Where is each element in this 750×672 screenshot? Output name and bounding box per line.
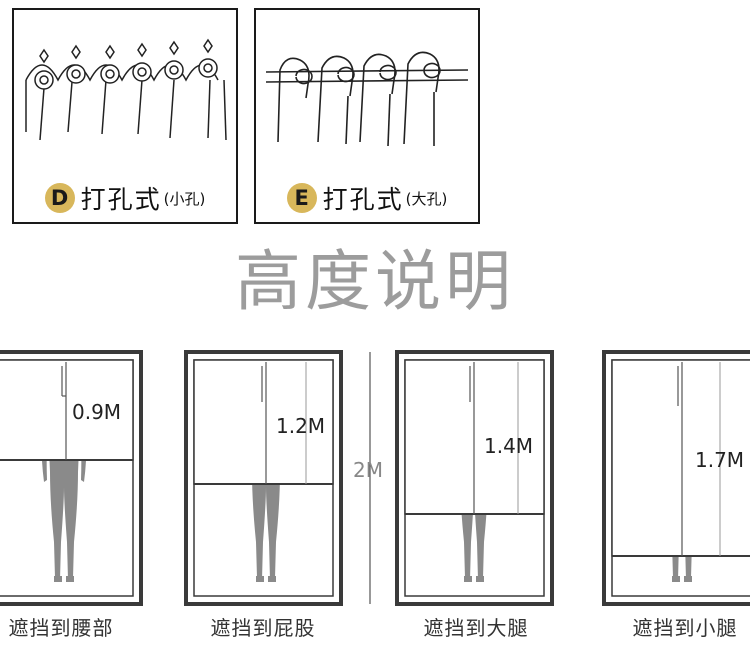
- window-caption-1: 遮挡到腰部: [8, 616, 114, 640]
- total-height-label: 2M: [353, 458, 383, 482]
- height-label-1: 0.9M: [72, 400, 122, 424]
- hook-sublabel: (小孔): [163, 189, 206, 208]
- small-grommet-illustration: [25, 38, 227, 141]
- window-2: [184, 350, 343, 606]
- hook-caption-large: E 打孔式 (大孔): [256, 178, 478, 218]
- hook-style-panel-small: D 打孔式 (小孔): [12, 8, 238, 224]
- height-label-4: 1.7M: [695, 448, 745, 472]
- badge-d: D: [44, 183, 75, 213]
- badge-e: E: [286, 183, 317, 213]
- height-label-2: 1.2M: [276, 414, 326, 438]
- hook-label: 打孔式: [80, 185, 162, 214]
- window-caption-3: 遮挡到大腿: [423, 616, 529, 640]
- hook-sublabel: (大孔): [405, 189, 448, 208]
- hook-label: 打孔式: [322, 185, 404, 214]
- window-caption-2: 遮挡到屁股: [210, 616, 316, 640]
- window-1: [0, 350, 143, 606]
- window-4: [602, 350, 750, 606]
- height-label-3: 1.4M: [484, 434, 534, 458]
- large-grommet-illustration: [265, 51, 469, 147]
- window-caption-4: 遮挡到小腿: [632, 616, 738, 640]
- section-title: 高度说明: [235, 243, 515, 320]
- window-3: [395, 350, 554, 606]
- hook-style-panel-large: E 打孔式 (大孔): [254, 8, 480, 224]
- hook-caption-small: D 打孔式 (小孔): [14, 178, 236, 218]
